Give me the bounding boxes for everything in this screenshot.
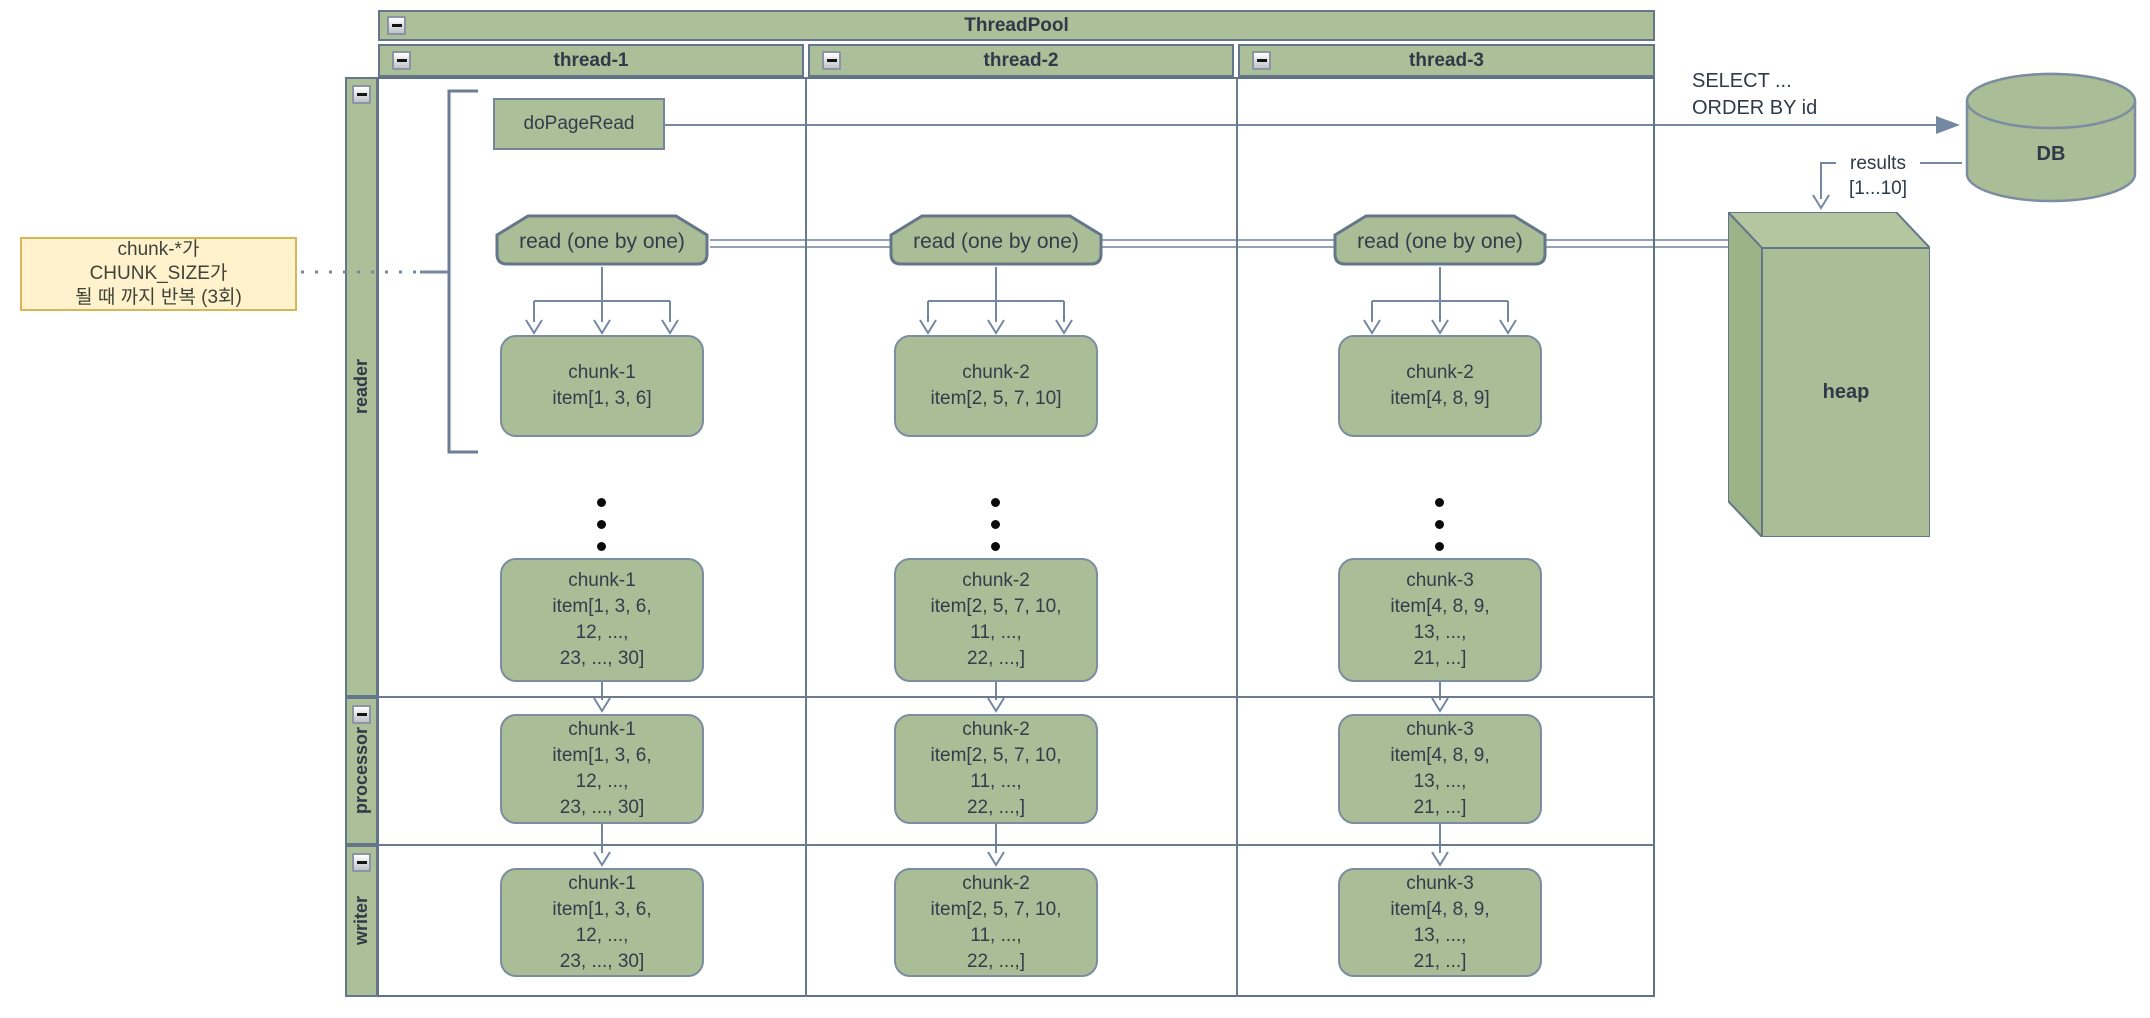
column-divider-2: [1236, 77, 1238, 997]
row-divider-reader-processor: [377, 696, 1655, 698]
threadpool-header[interactable]: ThreadPool: [378, 10, 1655, 41]
query-label: SELECT ... ORDER BY id: [1692, 70, 1818, 119]
collapse-button-threadpool[interactable]: [387, 16, 406, 35]
chunk-reader-bottom-3[interactable]: chunk-3 item[4, 8, 9, 13, ..., 21, ...]: [1338, 558, 1542, 682]
threadpool-title: ThreadPool: [964, 14, 1069, 36]
thread-1-label: thread-1: [553, 49, 629, 71]
chunk-processor-1[interactable]: chunk-1 item[1, 3, 6, 12, ..., 23, ..., …: [500, 714, 704, 824]
note[interactable]: chunk-*가 CHUNK_SIZE가 될 때 까지 반복 (3회): [20, 237, 297, 311]
chunk-processor-3[interactable]: chunk-3 item[4, 8, 9, 13, ..., 21, ...]: [1338, 714, 1542, 824]
read-hexagon-1[interactable]: read (one by one): [494, 213, 710, 267]
thread-header-1[interactable]: thread-1: [378, 44, 804, 77]
cube-shape: [1725, 209, 1933, 540]
minus-icon: [396, 59, 407, 62]
read-hexagon-2[interactable]: read (one by one): [888, 213, 1104, 267]
read-label: read (one by one): [519, 230, 685, 253]
read-hexagon-3[interactable]: read (one by one): [1332, 213, 1548, 267]
read-label: read (one by one): [1357, 230, 1523, 253]
row-header-writer[interactable]: writer: [345, 845, 378, 997]
minus-icon: [356, 713, 367, 716]
thread-header-3[interactable]: thread-3: [1238, 44, 1655, 77]
row-header-processor[interactable]: processor: [345, 697, 378, 845]
thread-3-label: thread-3: [1409, 49, 1484, 71]
read-label: read (one by one): [913, 230, 1079, 253]
thread-header-2[interactable]: thread-2: [808, 44, 1234, 77]
collapse-button-processor[interactable]: [352, 705, 371, 724]
db-cylinder[interactable]: DB: [1965, 72, 2137, 203]
collapse-button-thread-2[interactable]: [822, 51, 841, 70]
vertical-ellipsis-3: [1435, 498, 1444, 551]
thread-2-label: thread-2: [983, 49, 1059, 71]
writer-row-label: writer: [351, 896, 371, 946]
chunk-reader-bottom-2[interactable]: chunk-2 item[2, 5, 7, 10, 11, ..., 22, .…: [894, 558, 1098, 682]
chunk-reader-top-2[interactable]: chunk-2 item[2, 5, 7, 10]: [894, 335, 1098, 437]
minus-icon: [391, 24, 402, 27]
chunk-reader-top-1[interactable]: chunk-1 item[1, 3, 6]: [500, 335, 704, 437]
minus-icon: [356, 93, 367, 96]
collapse-button-reader[interactable]: [352, 85, 371, 104]
loop-limit-shape: [495, 214, 709, 266]
reader-row-label: reader: [351, 359, 371, 415]
minus-icon: [826, 59, 837, 62]
collapse-button-thread-1[interactable]: [392, 51, 411, 70]
chunk-reader-top-3[interactable]: chunk-2 item[4, 8, 9]: [1338, 335, 1542, 437]
dopageread-box[interactable]: doPageRead: [493, 98, 665, 150]
chunk-reader-bottom-1[interactable]: chunk-1 item[1, 3, 6, 12, ..., 23, ..., …: [500, 558, 704, 682]
dopageread-label: doPageRead: [523, 113, 635, 134]
cylinder-shape: [1965, 72, 2137, 203]
results-label: results [1...10]: [1836, 151, 1920, 201]
column-divider-1: [805, 77, 807, 997]
chunk-writer-3[interactable]: chunk-3 item[4, 8, 9, 13, ..., 21, ...]: [1338, 868, 1542, 977]
collapse-button-thread-3[interactable]: [1252, 51, 1271, 70]
vertical-ellipsis-2: [991, 498, 1000, 551]
pool-body: [377, 77, 1655, 997]
row-divider-processor-writer: [377, 844, 1655, 846]
heap-box[interactable]: heap: [1725, 209, 1933, 540]
heap-label: heap: [1822, 380, 1870, 403]
chunk-writer-2[interactable]: chunk-2 item[2, 5, 7, 10, 11, ..., 22, .…: [894, 868, 1098, 977]
vertical-ellipsis-1: [597, 498, 606, 551]
processor-row-label: processor: [351, 727, 371, 815]
db-label: DB: [2036, 142, 2066, 165]
minus-icon: [356, 861, 367, 864]
minus-icon: [1256, 59, 1267, 62]
chunk-writer-1[interactable]: chunk-1 item[1, 3, 6, 12, ..., 23, ..., …: [500, 868, 704, 977]
row-header-reader[interactable]: reader: [345, 77, 378, 697]
chunk-processor-2[interactable]: chunk-2 item[2, 5, 7, 10, 11, ..., 22, .…: [894, 714, 1098, 824]
collapse-button-writer[interactable]: [352, 853, 371, 872]
